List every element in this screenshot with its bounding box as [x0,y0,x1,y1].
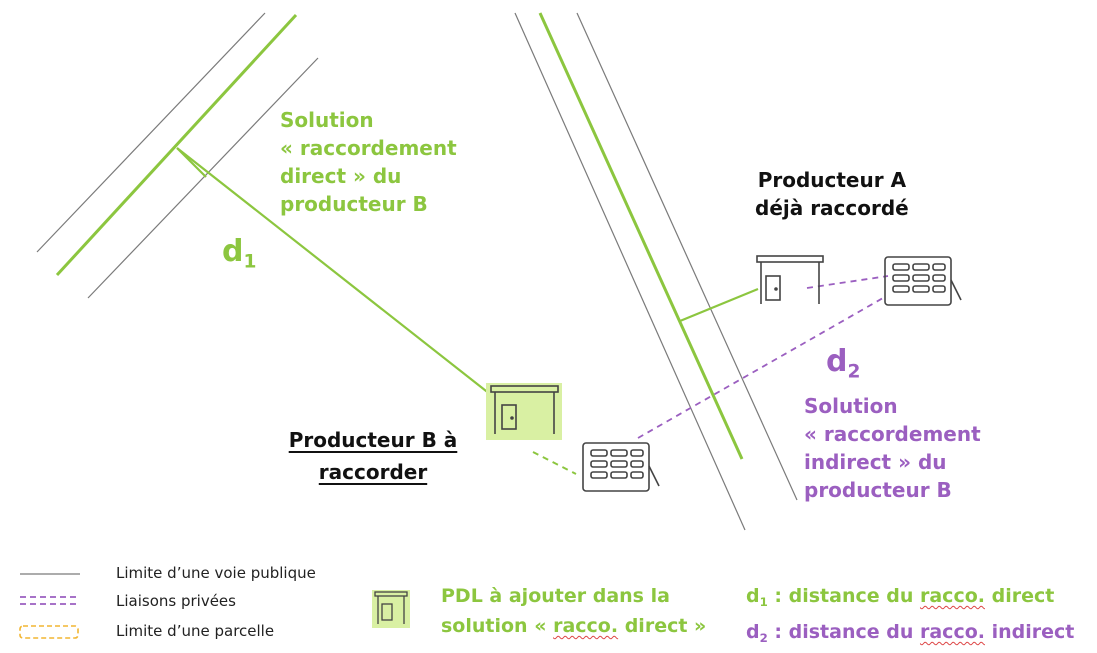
producteur-a-building-icon [756,255,824,304]
producteur-a-connection-line [679,287,759,323]
legend-pdl-label: PDL à ajouter dans la solution « racco. … [441,581,706,641]
d1-subscript: 1 [243,251,257,273]
d1-label: d1 [222,236,256,279]
producteur-b-line-1: Producteur B à [288,428,458,452]
solution-indirect-line-4: producteur B [804,478,952,502]
legend-d1-text-a: : distance du [767,585,920,607]
legend-pdl-line-1: PDL à ajouter dans la [441,585,670,607]
legend-pdl-text-a: solution « [441,615,554,637]
solution-indirect-label: Solution « raccordement indirect » du pr… [804,392,981,504]
solution-direct-label: Solution « raccordement direct » du prod… [280,106,457,218]
legend-d2-letter: d [746,621,760,644]
right-road-green-network [538,12,744,460]
legend-d2-line: d2 : distance du racco. indirect [746,617,1074,653]
solution-direct-line-2: « raccordement [280,136,457,160]
d2-subscript: 2 [847,361,861,383]
legend-distances: d1 : distance du racco. direct d2 : dist… [746,581,1074,653]
legend-d1-text-c: direct [984,585,1055,607]
right-road-boundary-left [514,12,746,531]
legend-d2-text-b: racco. [919,621,985,644]
producteur-a-label: Producteur A déjà raccordé [755,166,909,222]
legend-d2-text-a: : distance du [767,621,920,644]
d1-direct-connection-line [176,147,496,399]
producteur-b-line-2: raccorder [318,460,428,484]
legend-pdl-icon [372,590,410,628]
producteur-b-label: Producteur B à raccorder [288,424,458,488]
solution-direct-line-4: producteur B [280,192,428,216]
legend-parcel-label: Limite d’une parcelle [116,622,275,640]
private-link-a [806,275,889,289]
legend-d1-line: d1 : distance du racco. direct [746,581,1074,617]
legend-private-link-label: Liaisons privées [116,592,236,610]
solution-indirect-line-2: « raccordement [804,422,981,446]
solution-indirect-line-3: indirect » du [804,450,947,474]
d2-label: d2 [826,346,860,389]
left-road-boundary-top [36,12,266,253]
right-road-boundary-right [576,12,798,501]
d1-perpendicular-tick [176,147,207,178]
producteur-a-line-2: déjà raccordé [755,196,909,220]
left-road-green-network [55,13,298,277]
legend-parcel-icon [19,625,79,639]
d1-letter: d [222,234,244,269]
legend-pdl-text-c: direct » [618,615,707,637]
producteur-a-line-1: Producteur A [757,168,907,192]
legend-d2-subscript: 2 [759,631,768,646]
private-link-b [532,451,577,475]
legend-pdl-text-b: racco. [553,615,619,637]
legend-d1-text-b: racco. [919,585,985,607]
legend-pdl-line-2: solution « racco. direct » [441,611,706,641]
legend-private-link-icon [20,596,80,605]
legend-road-label: Limite d’une voie publique [116,564,316,582]
left-road-boundary-bottom [87,57,319,299]
solution-indirect-line-1: Solution [804,394,898,418]
producteur-b-building-icon [490,385,559,434]
d2-indirect-connection-line [637,297,884,439]
producteur-a-solar-panel-icon [884,256,962,306]
solution-direct-line-1: Solution [280,108,374,132]
d2-letter: d [826,344,848,379]
producteur-b-solar-panel-icon [582,442,660,492]
solution-direct-line-3: direct » du [280,164,402,188]
legend-d1-subscript: 1 [759,595,768,610]
legend-d1-letter: d [746,585,760,607]
legend-d2-text-c: indirect [984,621,1075,644]
